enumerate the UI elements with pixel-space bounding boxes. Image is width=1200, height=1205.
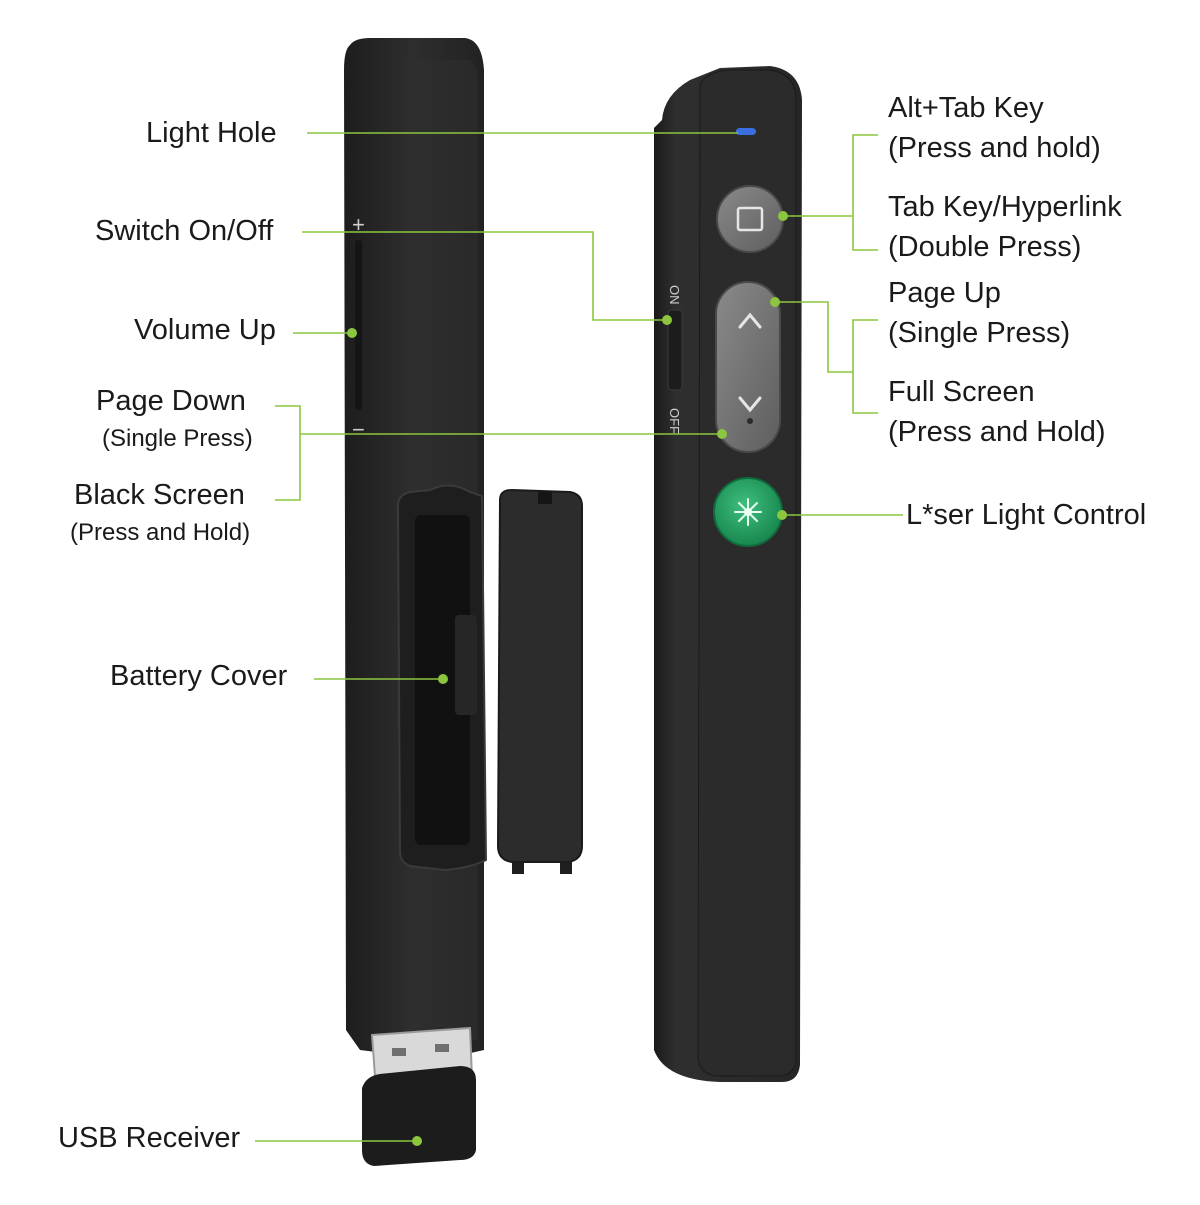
chevron-up-icon [738,312,762,329]
usb-cap [362,1066,476,1166]
usb-receiver [362,1026,476,1166]
label-black-screen: Black Screen [74,479,245,511]
front-view-device: ON OFF [654,66,802,1082]
label-black-screen-sub: (Press and Hold) [70,519,251,546]
light-hole-indicator [736,128,756,135]
label-alt-tab: Alt+Tab Key [888,92,1044,124]
power-switch [667,309,683,391]
label-page-up: Page Up [888,277,1001,309]
label-switch-on-off: Switch On/Off [95,215,274,247]
leader-lines [255,132,903,1142]
leader-page-down-bracket [275,405,301,501]
label-page-down-sub: (Single Press) [102,425,253,452]
battery-cover-piece [496,488,583,863]
switch-off-mark: OFF [667,408,682,434]
label-tab-key-sub: (Double Press) [888,231,1082,263]
leader-page-up-bracket [852,319,878,414]
switch-on-mark: ON [667,285,682,305]
square-icon [736,206,764,232]
label-tab-key: Tab Key/Hyperlink [888,191,1122,223]
page-up-down-button [715,281,781,453]
leader-tab-bracket [852,134,878,251]
side-view-device: + − [344,38,583,1166]
leader-switch [302,231,667,321]
label-page-down: Page Down [96,385,246,417]
label-laser-control: L*ser Light Control [906,499,1147,531]
label-full-screen: Full Screen [888,376,1035,408]
label-page-up-sub: (Single Press) [888,317,1071,349]
minus-mark: − [352,417,365,442]
label-usb-receiver: USB Receiver [58,1122,241,1154]
label-alt-tab-sub: (Press and hold) [888,132,1101,164]
label-battery-cover: Battery Cover [110,660,288,692]
plus-mark: + [352,212,365,237]
volume-slot [355,240,362,410]
tab-key-button [716,185,784,253]
chevron-down-icon [738,396,762,413]
label-full-screen-sub: (Press and Hold) [888,416,1106,448]
label-light-hole: Light Hole [146,117,277,149]
leader-page-up [775,301,853,373]
label-volume-up: Volume Up [134,314,276,346]
